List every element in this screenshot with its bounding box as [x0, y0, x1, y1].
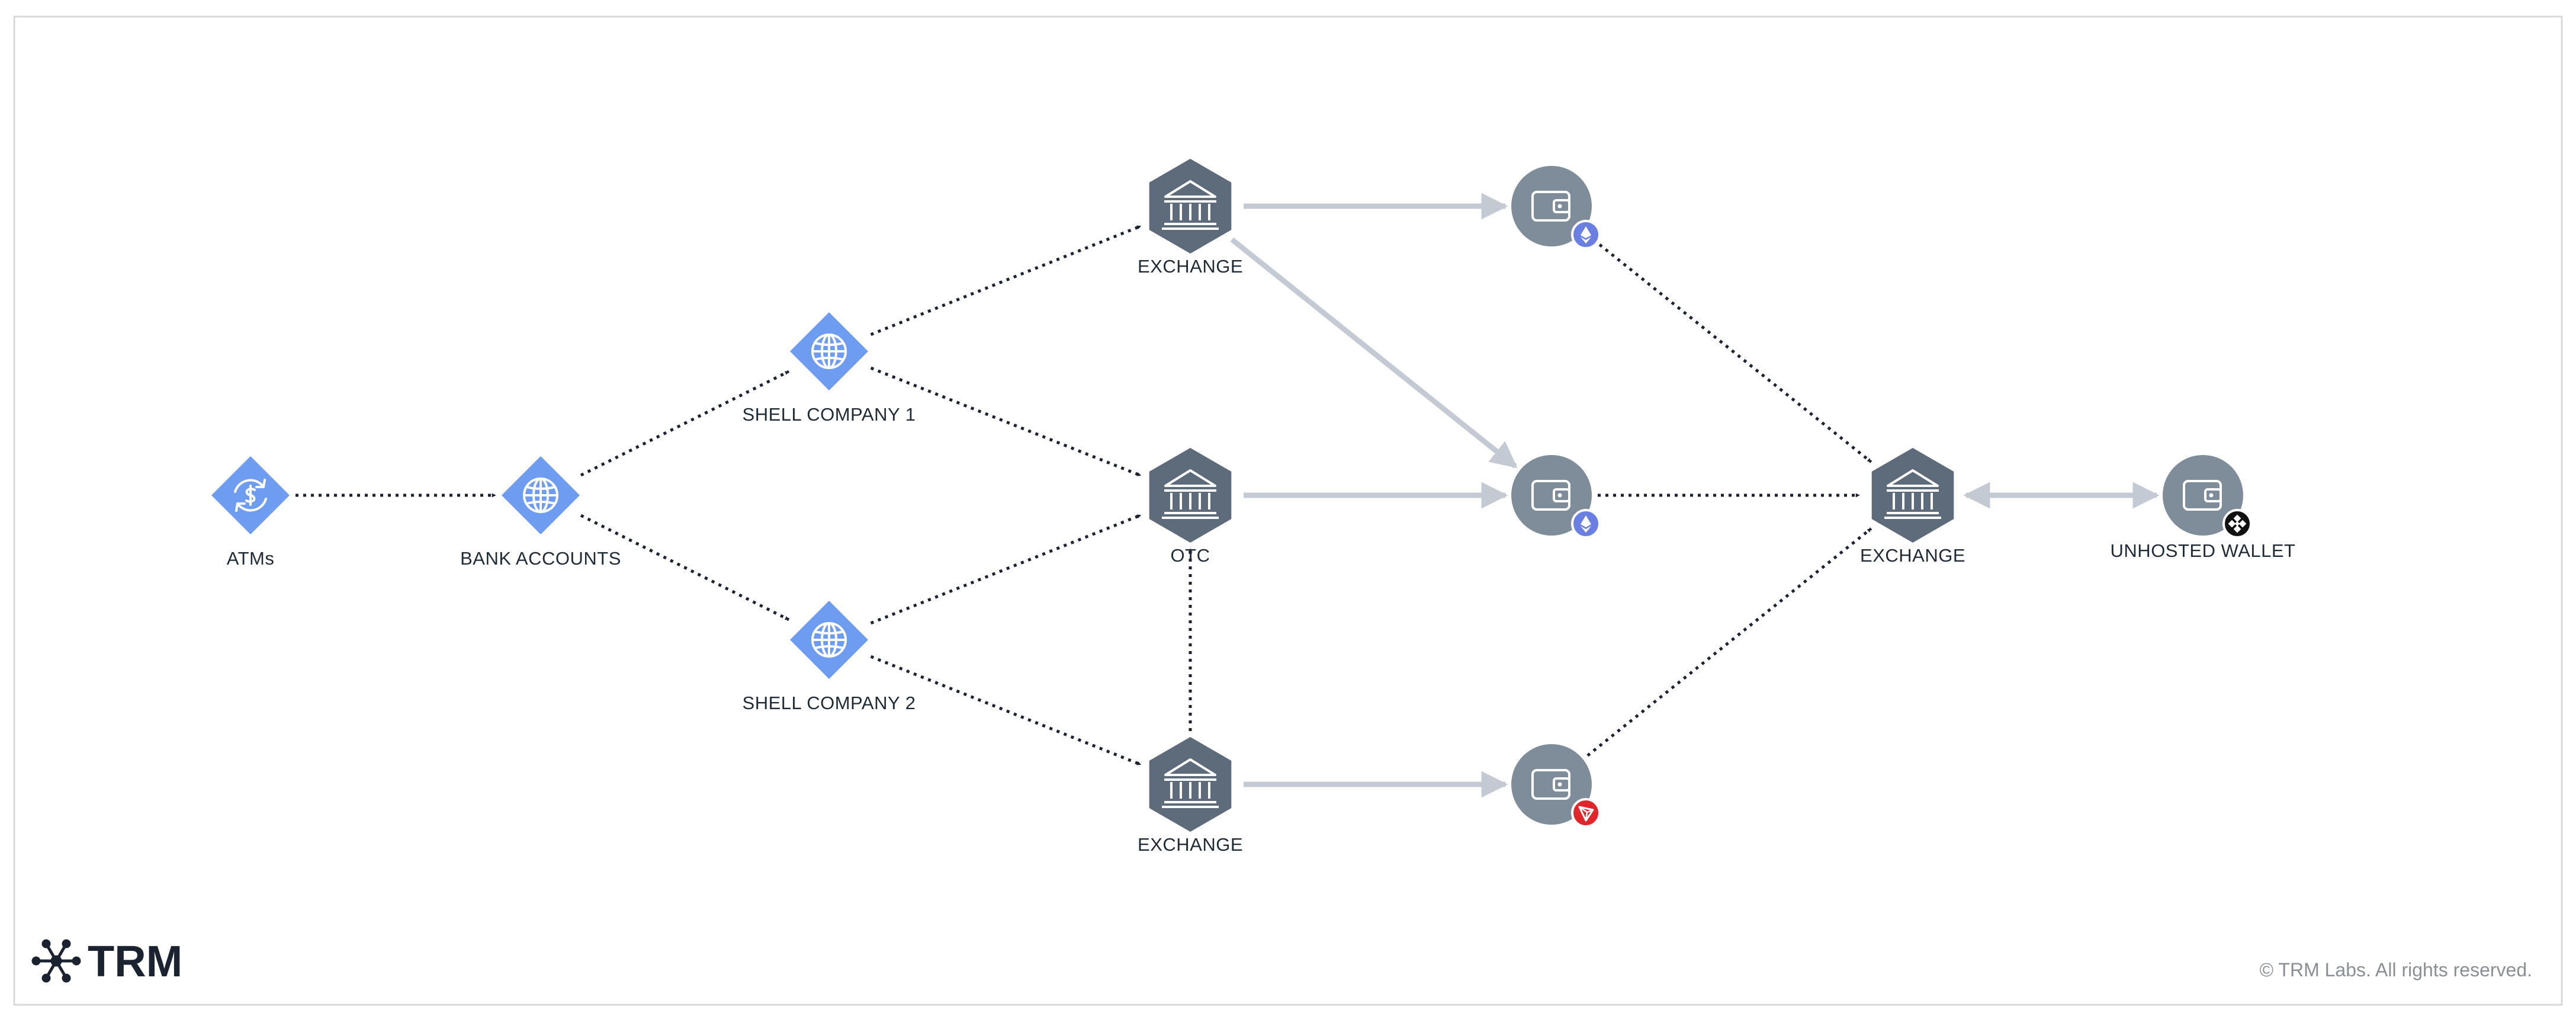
edge-shell2-to-ex_bottom	[870, 655, 1142, 766]
node-label: BANK ACCOUNTS	[460, 548, 621, 569]
edge-bank-to-shell2	[580, 514, 790, 621]
edge-wallet_bottom-to-ex_right	[1586, 527, 1872, 757]
trm-logo	[31, 939, 81, 983]
ethereum-badge-icon	[1571, 220, 1601, 249]
edge-bank-to-shell1	[580, 370, 790, 477]
bank-building-icon	[1162, 180, 1219, 230]
wallet-icon	[1531, 480, 1570, 511]
diagram-frame	[13, 15, 2563, 1006]
edge-ex_top-to-wallet_mid	[1230, 237, 1518, 469]
bank-building-icon	[1162, 469, 1219, 519]
copyright-text: © TRM Labs. All rights reserved.	[2260, 959, 2532, 980]
edge-wallet_top-to-ex_right	[1586, 233, 1872, 463]
node-otc[interactable]: OTC	[1149, 448, 1232, 566]
node-bank[interactable]: BANK ACCOUNTS	[460, 456, 621, 569]
node-label: EXCHANGE	[1138, 256, 1243, 277]
node-label: SHELL COMPANY 2	[743, 693, 916, 713]
node-wallet-top[interactable]	[1511, 166, 1601, 249]
nodes-layer: ATMs BANK ACCOUNTS SHELL COMPANY 1 SHELL CO…	[211, 159, 2295, 855]
node-label: SHELL COMPANY 1	[743, 404, 916, 425]
node-label: ATMs	[227, 548, 275, 569]
node-atms[interactable]: ATMs	[211, 456, 290, 569]
currency-exchange-icon	[234, 479, 267, 512]
edge-shell1-to-otc	[870, 366, 1142, 478]
circle-shape	[1511, 744, 1592, 825]
node-ex-bottom[interactable]: EXCHANGE	[1138, 737, 1243, 855]
brand-name: TRM	[88, 937, 182, 986]
globe-icon	[811, 622, 847, 658]
circle-shape	[1511, 455, 1592, 536]
bank-building-icon	[1884, 469, 1941, 519]
edge-shell2-to-otc	[870, 514, 1142, 625]
node-label: OTC	[1171, 545, 1210, 566]
circle-shape	[1511, 166, 1592, 246]
bnb-badge-icon	[2222, 509, 2252, 539]
wallet-icon	[2183, 480, 2222, 511]
bank-building-icon	[1162, 758, 1219, 808]
node-label: EXCHANGE	[1860, 545, 1965, 566]
trm-snowflake-icon	[31, 939, 81, 983]
edges-layer	[295, 193, 2160, 798]
node-ex-top[interactable]: EXCHANGE	[1138, 159, 1243, 277]
tron-badge-icon	[1571, 798, 1601, 828]
globe-icon	[523, 478, 558, 513]
node-label: UNHOSTED WALLET	[2111, 540, 2296, 561]
node-shell2[interactable]: SHELL COMPANY 2	[743, 601, 916, 713]
node-label: EXCHANGE	[1138, 834, 1243, 855]
globe-icon	[811, 334, 847, 369]
node-unhosted[interactable]: UNHOSTED WALLET	[2111, 455, 2296, 561]
node-wallet-bottom[interactable]	[1511, 744, 1601, 828]
wallet-icon	[1531, 191, 1570, 222]
wallet-icon	[1531, 769, 1570, 800]
edge-shell1-to-ex_top	[870, 225, 1142, 336]
node-ex-right[interactable]: EXCHANGE	[1860, 448, 1965, 566]
circle-shape	[2163, 455, 2243, 536]
node-wallet-mid[interactable]	[1511, 455, 1601, 539]
ethereum-badge-icon	[1571, 509, 1601, 539]
node-shell1[interactable]: SHELL COMPANY 1	[743, 312, 916, 425]
